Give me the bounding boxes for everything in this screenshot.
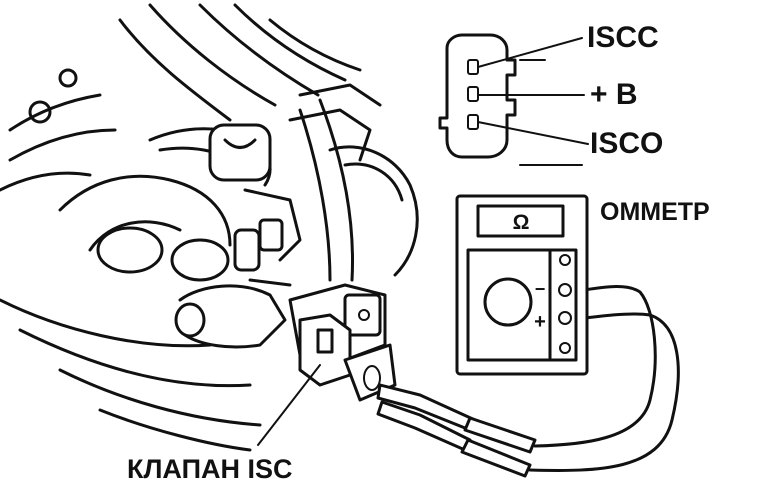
jack-top [559,254,571,266]
ohm-symbol: Ω [513,211,530,234]
probe-leads [376,285,680,478]
jack-bottom [559,342,571,354]
label-isc-valve: КЛАПАН ISC [127,454,292,484]
label-ohmmeter: ОММЕТР [600,198,710,226]
terminal-plus-label: + [534,311,546,333]
engine-illustration [0,3,419,452]
ohmmeter: Ω − + [455,194,589,376]
valve-leader-line [257,364,321,446]
label-iscc: ISCC [587,21,659,54]
ohmmeter-display [476,204,565,238]
label-plus-b: + B [590,78,638,111]
label-isco: ISCO [590,127,663,160]
connector-pinout [438,33,589,166]
isc-valve [288,283,397,402]
ohmmeter-dial [483,277,533,327]
jack-minus [558,283,572,297]
terminal-minus-label: − [535,279,546,299]
jack-plus [558,311,572,325]
